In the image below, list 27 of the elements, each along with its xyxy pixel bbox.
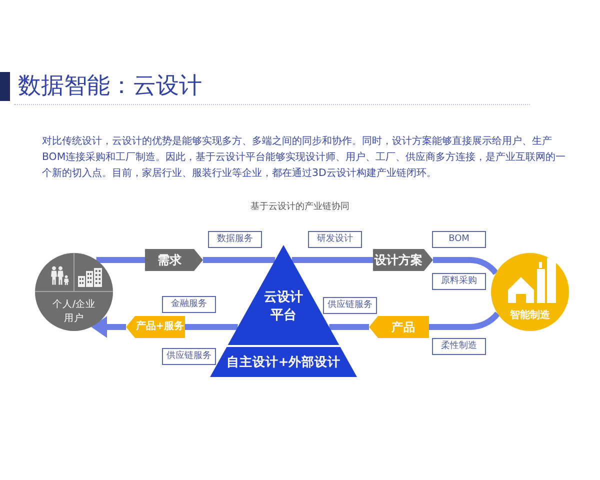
arrow-tag: 设计方案 (373, 249, 433, 271)
label-box: 金融服务 (162, 296, 216, 313)
label-box: 柔性制造 (432, 338, 486, 355)
connector-line (203, 257, 276, 263)
band-label: 自主设计+外部设计 (225, 353, 342, 371)
connector-line (329, 324, 369, 330)
intro-paragraph: 对比传统设计，云设计的优势是能够实现多方、多端之间的同步和协作。同时，设计方案能够直接展示给用户、生产BOM连接采购和工厂制造。因此，基于云设计平台能够实现设计师、用户、工厂、供应商多方连接，是产业互联网的一个新的切入点。目前，家居行业、服装行业等企业，都在通过3D云设计构建产业链闭环。 (42, 134, 567, 181)
arrow-tag: 产品 (369, 316, 429, 338)
connector-line (433, 257, 498, 276)
platform-label: 云设计平台 (263, 289, 304, 325)
arrow-tag: 产品+服务 (126, 316, 185, 338)
label-box: 研发设计 (308, 231, 362, 248)
connector-line (292, 257, 373, 263)
connector-line (429, 312, 500, 330)
connector-line (185, 324, 238, 330)
diagram-subtitle: 基于云设计的产业链协同 (250, 201, 350, 213)
label-box: 原料采购 (432, 273, 486, 290)
arrow (91, 316, 126, 338)
label-box: 数据服务 (208, 231, 262, 248)
label-box: 供应链服务 (162, 348, 216, 365)
circle-label: 个人/企业用户 (51, 298, 97, 326)
circle-label: 智能制造 (509, 309, 551, 323)
page-title: 数据智能：云设计 (18, 72, 202, 101)
label-box: BOM (432, 231, 486, 248)
label-box: 供应链服务 (323, 297, 377, 314)
arrow-tag: 需求 (145, 249, 203, 271)
connector-line (96, 257, 145, 263)
